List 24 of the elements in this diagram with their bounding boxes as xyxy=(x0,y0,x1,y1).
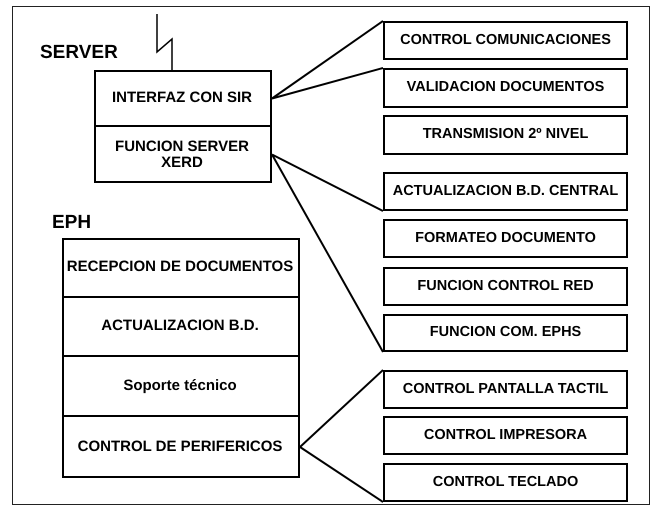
function-box: CONTROL IMPRESORA xyxy=(383,416,628,455)
connector-line xyxy=(271,154,384,352)
group-heading: EPH xyxy=(52,212,92,234)
function-box: FUNCION CONTROL RED xyxy=(383,267,628,306)
function-cell: ACTUALIZACION B.D. xyxy=(62,297,298,357)
function-box: FUNCION COM. EPHS xyxy=(383,314,628,352)
connector-line xyxy=(299,446,384,503)
function-box: TRANSMISION 2º NIVEL xyxy=(383,115,628,155)
function-cell: FUNCION SERVER XERD xyxy=(94,126,270,183)
function-cell: RECEPCION DE DOCUMENTOS xyxy=(62,238,298,298)
function-box: ACTUALIZACION B.D. CENTRAL xyxy=(383,172,628,211)
connector-line xyxy=(272,154,384,212)
function-box: VALIDACION DOCUMENTOS xyxy=(383,68,628,108)
function-box: CONTROL PANTALLA TACTIL xyxy=(383,370,628,409)
connector-line xyxy=(272,67,384,100)
function-box: CONTROL COMUNICACIONES xyxy=(383,21,628,60)
group-heading: SERVER xyxy=(40,42,118,64)
connector-line xyxy=(299,369,384,448)
connector-line xyxy=(271,20,384,100)
function-cell: INTERFAZ CON SIR xyxy=(94,70,270,127)
function-cell: CONTROL DE PERIFERICOS xyxy=(62,416,298,478)
function-cell: Soporte técnico xyxy=(62,356,298,417)
function-box: FORMATEO DOCUMENTO xyxy=(383,219,628,258)
function-box: CONTROL TECLADO xyxy=(383,463,628,502)
